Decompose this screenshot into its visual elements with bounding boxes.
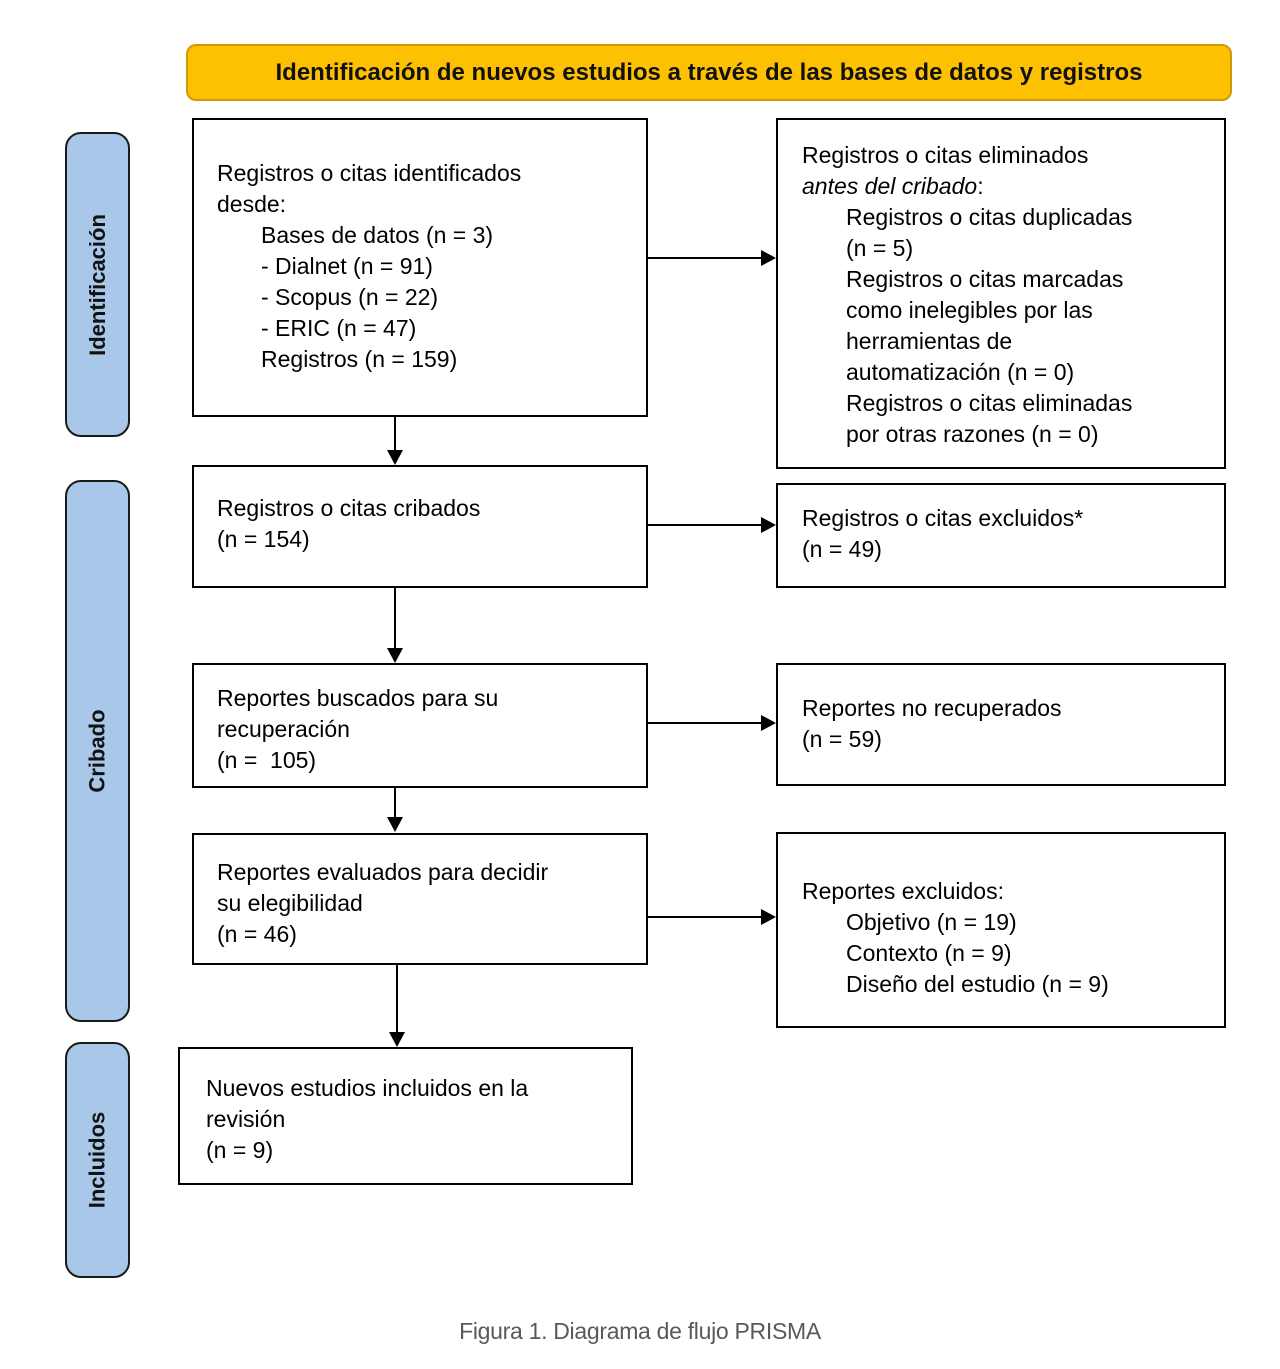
arrow-assessed-to-included-head xyxy=(389,1032,405,1047)
text-line: (n = 5) xyxy=(846,235,914,261)
arrow-sought-to-notretrieved-line xyxy=(648,722,762,724)
text-line: Contexto (n = 9) xyxy=(846,940,1012,966)
italic-text: antes del cribado xyxy=(802,173,978,199)
arrow-screened-to-excluded-head xyxy=(761,517,776,533)
arrow-sought-to-notretrieved-head xyxy=(761,715,776,731)
stage-included-label: Incluidos xyxy=(84,1111,110,1209)
arrow-screened-to-sought-line xyxy=(394,588,396,649)
box-records-identified: Registros o citas identificados desde: B… xyxy=(192,118,648,417)
text-line: Reportes no recuperados xyxy=(802,695,1062,721)
text-line: herramientas de xyxy=(846,328,1013,354)
text-line: Registros o citas marcadas xyxy=(846,266,1124,292)
figure-caption: Figura 1. Diagrama de flujo PRISMA xyxy=(459,1318,821,1344)
text-line: su elegibilidad xyxy=(217,890,363,916)
arrow-screened-to-sought-head xyxy=(387,648,403,663)
arrow-identified-to-removed-line xyxy=(648,257,762,259)
text-line: (n = 9) xyxy=(206,1137,274,1163)
stage-included: Incluidos xyxy=(65,1042,130,1278)
text-line: - Dialnet (n = 91) xyxy=(261,253,433,279)
arrow-assessed-to-excluded-head xyxy=(761,909,776,925)
text-line: (n = 49) xyxy=(802,536,882,562)
text-line: Registros o citas duplicadas xyxy=(846,204,1133,230)
text-line: Reportes buscados para su xyxy=(217,685,499,711)
text-line: por otras razones (n = 0) xyxy=(846,421,1099,447)
arrow-screened-to-excluded-line xyxy=(648,524,762,526)
text-line: - ERIC (n = 47) xyxy=(261,315,417,341)
text-line: Registros o citas identificados xyxy=(217,160,522,186)
text-line: Registros (n = 159) xyxy=(261,346,458,372)
text-line: Objetivo (n = 19) xyxy=(846,909,1017,935)
text-line: Nuevos estudios incluidos en la xyxy=(206,1075,529,1101)
text-line: (n = 154) xyxy=(217,526,310,552)
arrow-identified-to-screened-head xyxy=(387,450,403,465)
box-reports-not-retrieved: Reportes no recuperados (n = 59) xyxy=(776,663,1226,786)
text-line: automatización (n = 0) xyxy=(846,359,1075,385)
text-line: (n = 105) xyxy=(217,747,317,773)
stage-screening-label: Cribado xyxy=(84,709,110,793)
text-line: Bases de datos (n = 3) xyxy=(261,222,494,248)
text-line: como inelegibles por las xyxy=(846,297,1093,323)
arrow-sought-to-assessed-line xyxy=(394,788,396,818)
arrow-identified-to-removed-head xyxy=(761,250,776,266)
text-line: Diseño del estudio (n = 9) xyxy=(846,971,1109,997)
stage-screening: Cribado xyxy=(65,480,130,1022)
box-reports-excluded: Reportes excluidos: Objetivo (n = 19) Co… xyxy=(776,832,1226,1028)
arrow-sought-to-assessed-head xyxy=(387,817,403,832)
box-records-removed: Registros o citas eliminados antes del c… xyxy=(776,118,1226,469)
banner-title-text: Identificación de nuevos estudios a trav… xyxy=(275,58,1143,86)
text-line: desde: xyxy=(217,191,287,217)
text-line: Registros o citas eliminados xyxy=(802,142,1089,168)
box-records-excluded: Registros o citas excluidos* (n = 49) xyxy=(776,483,1226,588)
arrow-assessed-to-included-line xyxy=(396,965,398,1033)
box-records-screened: Registros o citas cribados (n = 154) xyxy=(192,465,648,588)
box-studies-included: Nuevos estudios incluidos en la revisión… xyxy=(178,1047,633,1185)
box-reports-assessed: Reportes evaluados para decidir su elegi… xyxy=(192,833,648,965)
text-line: recuperación xyxy=(217,716,350,742)
box-reports-sought: Reportes buscados para su recuperación (… xyxy=(192,663,648,788)
text-line: - Scopus (n = 22) xyxy=(261,284,439,310)
text-line: Reportes evaluados para decidir xyxy=(217,859,549,885)
arrow-assessed-to-excluded-line xyxy=(648,916,762,918)
banner-title: Identificación de nuevos estudios a trav… xyxy=(186,44,1232,101)
arrow-identified-to-screened-line xyxy=(394,417,396,451)
text-line: revisión xyxy=(206,1106,286,1132)
stage-identification-label: Identificación xyxy=(84,213,110,356)
text-line: Registros o citas cribados xyxy=(217,495,481,521)
text-line: Reportes excluidos: xyxy=(802,878,1004,904)
stage-identification: Identificación xyxy=(65,132,130,437)
text-line: (n = 59) xyxy=(802,726,882,752)
text-line: antes del cribado: xyxy=(802,171,1212,202)
text-line: Registros o citas eliminadas xyxy=(846,390,1133,416)
text-suffix: : xyxy=(977,173,984,199)
text-line: Registros o citas excluidos* xyxy=(802,505,1084,531)
text-line: (n = 46) xyxy=(217,921,297,947)
